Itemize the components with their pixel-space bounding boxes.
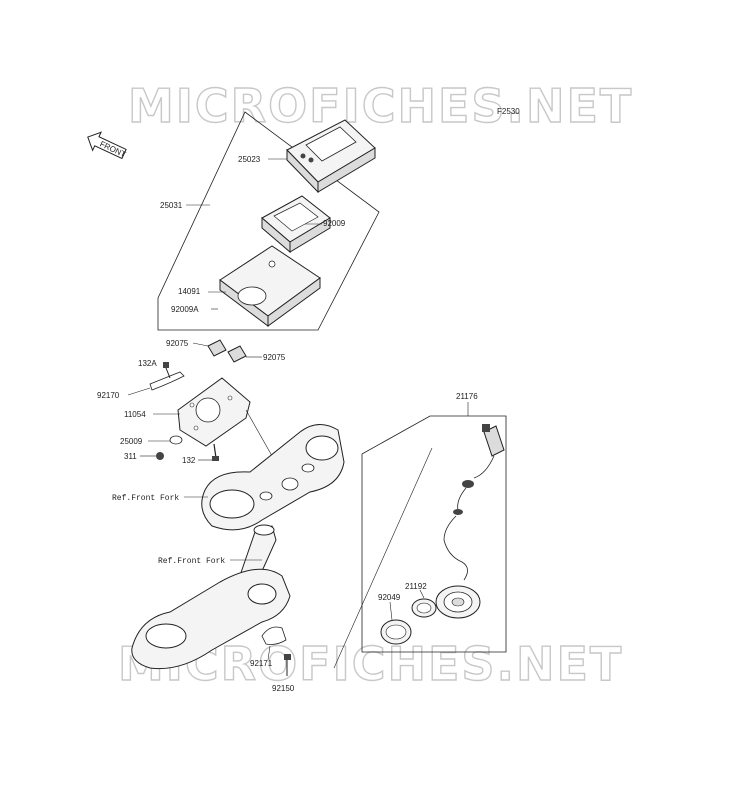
label-21176: 21176 [456,392,478,401]
label-92170: 92170 [97,391,120,400]
cover-92049 [380,619,412,645]
label-ref-front-fork-2: Ref.Front Fork [158,557,225,566]
bolt-132a [163,362,171,379]
ignition-connector [443,424,505,581]
band-strap [149,371,185,391]
upper-triple-clamp [201,424,345,531]
meter-unit [261,195,331,254]
lower-triple-clamp [131,524,291,670]
label-92009A: 92009A [171,305,199,314]
label-132A: 132A [138,359,157,368]
label-11054: 11054 [124,410,146,419]
ignition-assembly-outline [361,415,507,653]
meter-assembly-outline [157,111,380,331]
meter-bracket [177,377,251,447]
figure-code: F2530 [497,107,520,116]
watermark-top: MICROFICHES.NET [128,79,633,133]
label-132: 132 [182,456,196,465]
front-arrow-icon: FRONT [87,131,127,159]
label-92009: 92009 [323,219,346,228]
meter-cover [286,119,376,194]
bolt-132 [212,443,219,461]
label-25009: 25009 [120,437,143,446]
label-14091: 14091 [178,287,201,296]
ignition-switch-body [435,585,481,619]
bolt-92150 [284,654,291,676]
washer-25009 [169,435,183,445]
label-21192: 21192 [405,582,427,591]
label-311: 311 [124,452,137,461]
label-25031: 25031 [160,201,183,210]
clamp-92171 [261,626,287,645]
damper-left [207,339,227,357]
ring-21192 [411,598,437,618]
damper-right [227,345,247,363]
front-label: FRONT [98,139,127,159]
nut-311 [156,452,164,460]
label-92075-a: 92075 [166,339,189,348]
label-92075-b: 92075 [263,353,286,362]
label-92150: 92150 [272,684,295,693]
label-25023: 25023 [238,155,261,164]
label-92049: 92049 [378,593,401,602]
meter-case [219,245,321,327]
label-ref-front-fork-1: Ref.Front Fork [112,494,179,503]
label-92171: 92171 [250,659,273,668]
